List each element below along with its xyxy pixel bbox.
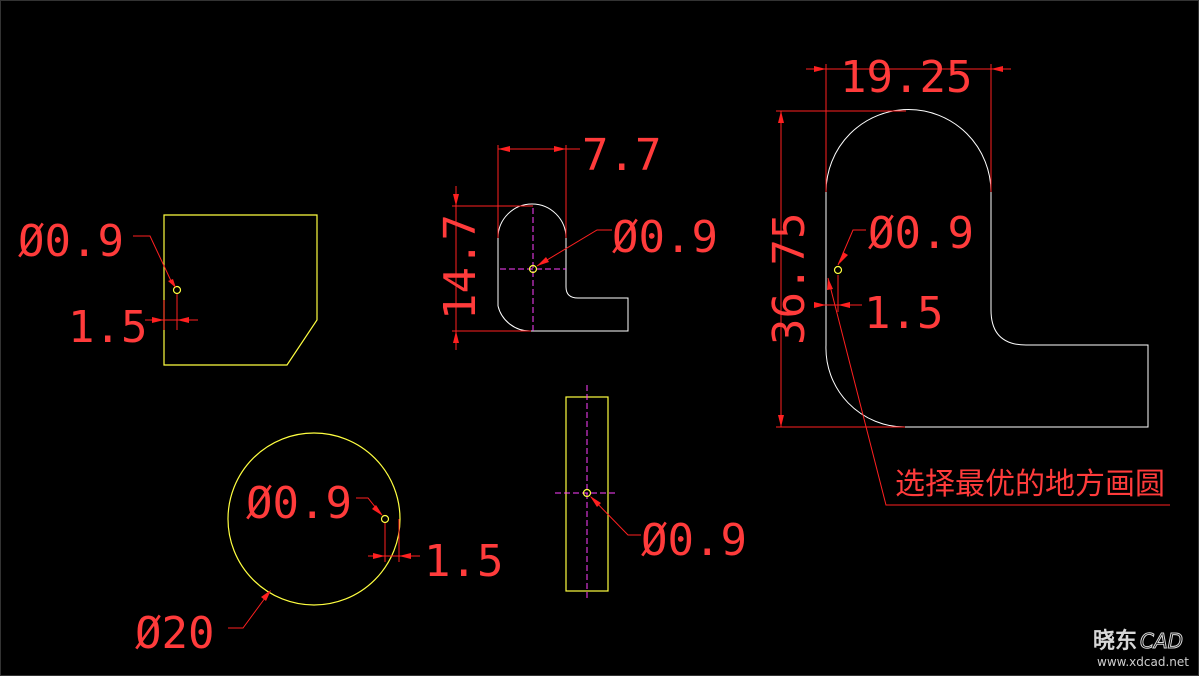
circle-group: Ø0.9 1.5 Ø20 [135, 432, 503, 659]
shape3-offset-arrow-b [838, 302, 850, 308]
shape3-height-label: 36.75 [764, 213, 815, 345]
bar-hole [582, 488, 592, 498]
shape3-width-arrow-a [814, 66, 826, 72]
circle-offset-arrow-b [399, 553, 411, 559]
shape2-dia-leader [536, 229, 612, 267]
bar-dia-leader [590, 496, 641, 536]
shape3-height-arrow-a [778, 111, 784, 123]
shape2-height-arrow-a [453, 194, 459, 206]
shape2-width-arrow-a [498, 146, 510, 152]
shape3-offset-arrow-a [814, 302, 826, 308]
shape3-dia-label: Ø0.9 [868, 208, 974, 259]
watermark-brand-en: CAD [1140, 629, 1183, 653]
shape3-note-leader [827, 277, 1170, 506]
shape2-width-arrow-b [554, 146, 566, 152]
circle-dia-label: Ø0.9 [246, 478, 352, 529]
shape2-width-label: 7.7 [582, 130, 661, 181]
shape1-dia-leader [133, 235, 173, 284]
bar-dia-label: Ø0.9 [641, 515, 747, 566]
shape3-outline [825, 109, 1149, 428]
shape1-group: Ø0.9 1.5 [18, 214, 318, 366]
shape1-outline [163, 214, 318, 366]
shape3-height-arrow-b [778, 415, 784, 427]
shape2-hole [528, 264, 538, 274]
circle-offset-label: 1.5 [424, 536, 503, 587]
shape1-offset-arrow-b [177, 317, 189, 323]
shape1-dia-arrow [168, 279, 176, 288]
watermark-url: www.xdcad.net [1097, 655, 1189, 669]
shape1-offset-arrow-a [152, 317, 164, 323]
shape1-offset-label: 1.5 [68, 302, 147, 353]
shape2-height-label: 14.7 [435, 214, 486, 320]
shape3-offset-label: 1.5 [864, 288, 943, 339]
shape1-dia-label: Ø0.9 [18, 216, 124, 267]
shape2-height-arrow-b [453, 331, 459, 343]
bar-dia-arrow [590, 496, 601, 507]
circle-outer-dia-leader [228, 593, 269, 629]
shape3-dia-arrow [839, 252, 848, 264]
shape3-group: 19.25 36.75 Ø0.9 1.5 选择最优的地方画圆 [764, 52, 1170, 506]
shape1-hole [172, 285, 182, 295]
shape3-note-arrow [827, 278, 833, 290]
circle-outer-dia-arrow [261, 590, 271, 601]
shape2-outline [497, 203, 629, 332]
circle-offset-arrow-a [373, 553, 385, 559]
watermark: 晓东 CAD www.xdcad.net [1093, 628, 1189, 669]
bar-group: Ø0.9 [555, 385, 747, 600]
circle-outer-dia-label: Ø20 [135, 608, 214, 659]
circle-dia-arrow [372, 505, 383, 516]
shape2-dia-label: Ø0.9 [612, 212, 718, 263]
watermark-brand-cn: 晓东 [1093, 628, 1137, 654]
shape2-dia-arrow [537, 257, 549, 266]
shape3-hole [833, 265, 843, 275]
circle-hole [380, 514, 390, 524]
shape3-width-arrow-b [991, 66, 1003, 72]
shape3-note-text: 选择最优的地方画圆 [895, 467, 1165, 502]
shape3-width-label: 19.25 [840, 52, 972, 103]
shape2-group: 7.7 14.7 Ø0.9 [435, 130, 718, 350]
circle-outline [227, 432, 401, 606]
